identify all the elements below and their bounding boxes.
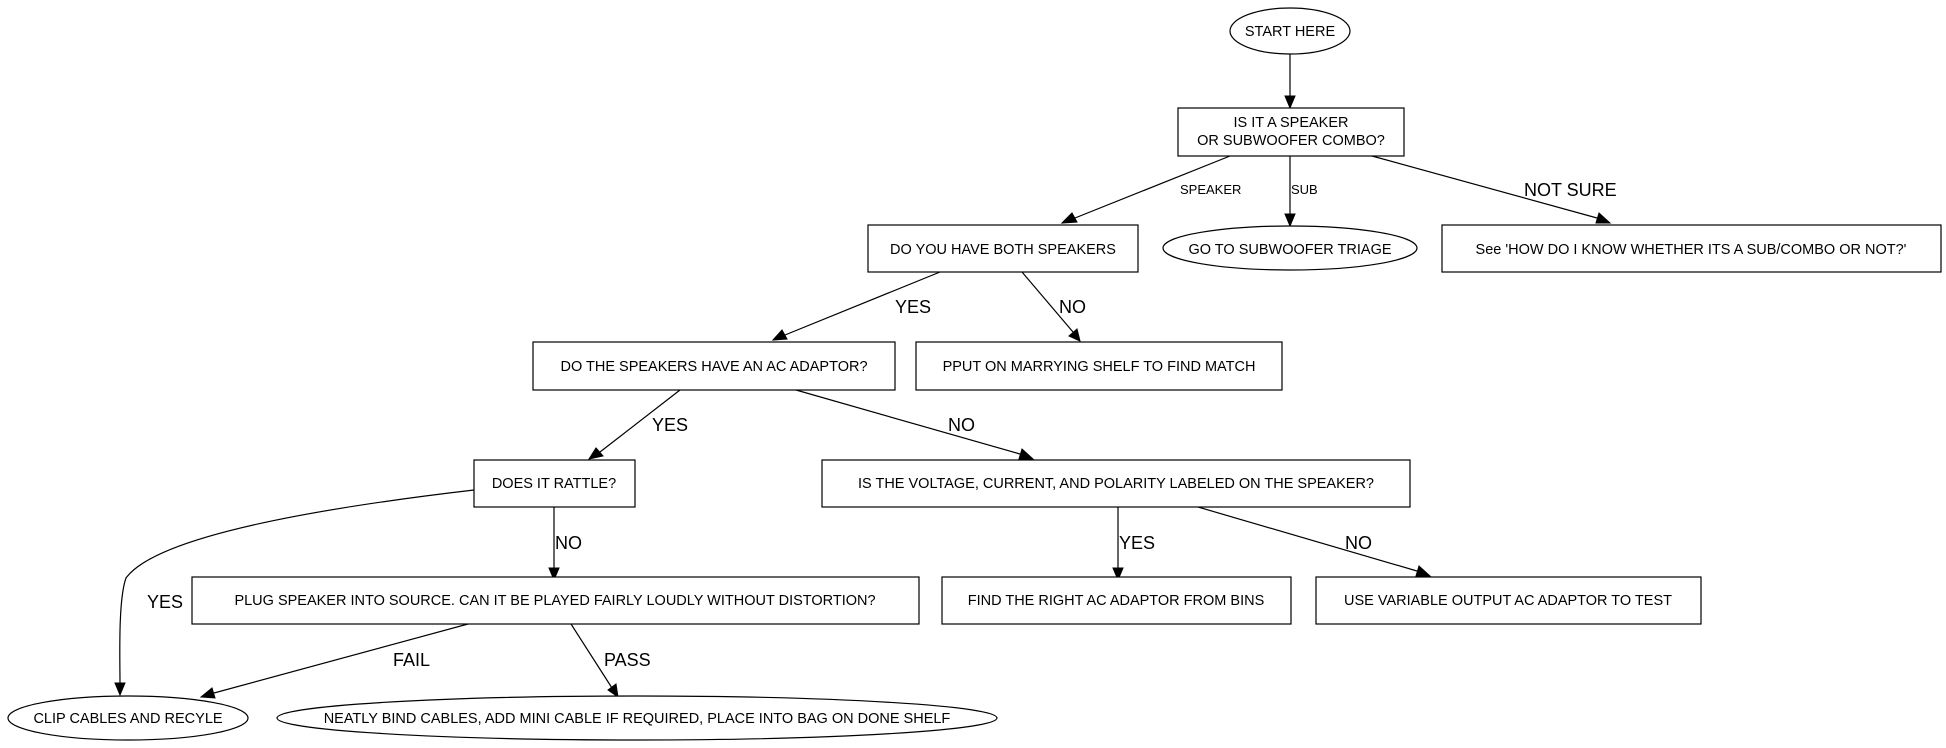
node-variable-adaptor: USE VARIABLE OUTPUT AC ADAPTOR TO TEST bbox=[1315, 576, 1702, 625]
arrow-plug-pass bbox=[607, 683, 619, 699]
arrow-rattle-yes bbox=[114, 682, 126, 697]
node-not-sure-reference: See 'HOW DO I KNOW WHETHER ITS A SUB/COM… bbox=[1441, 224, 1942, 273]
node-start-shape bbox=[1229, 7, 1351, 55]
edge-label-ac-no: NO bbox=[948, 415, 975, 435]
edge-label-plug-fail: FAIL bbox=[393, 650, 430, 670]
edge-label-plug-pass: PASS bbox=[604, 650, 651, 670]
arrow-voltage-no bbox=[1415, 565, 1432, 577]
edges bbox=[114, 54, 1612, 699]
node-speaker-or-sub-label-line1: IS IT A SPEAKER bbox=[1234, 115, 1349, 131]
node-not-sure-reference-label: See 'HOW DO I KNOW WHETHER ITS A SUB/COM… bbox=[1476, 242, 1907, 258]
arrow-plug-fail bbox=[199, 687, 216, 699]
arrow-not-sure bbox=[1595, 212, 1612, 224]
node-subwoofer-triage-shape bbox=[1162, 225, 1418, 271]
node-marrying-shelf-shape bbox=[915, 341, 1283, 391]
edge-label-voltage-yes: YES bbox=[1119, 533, 1155, 553]
node-find-adaptor: FIND THE RIGHT AC ADAPTOR FROM BINS bbox=[941, 576, 1292, 625]
node-subwoofer-triage: GO TO SUBWOOFER TRIAGE bbox=[1162, 225, 1418, 271]
node-plug-speaker-label: PLUG SPEAKER INTO SOURCE. CAN IT BE PLAY… bbox=[234, 593, 875, 609]
edge-both-no bbox=[1021, 271, 1074, 333]
node-plug-speaker-shape bbox=[191, 576, 920, 625]
edge-label-sub: SUB bbox=[1291, 182, 1318, 197]
node-ac-adaptor-label: DO THE SPEAKERS HAVE AN AC ADAPTOR? bbox=[560, 359, 867, 375]
node-variable-adaptor-shape bbox=[1315, 576, 1702, 625]
edge-label-both-no: NO bbox=[1059, 297, 1086, 317]
node-start: START HERE bbox=[1229, 7, 1351, 55]
arrow-both-yes bbox=[771, 329, 788, 341]
edge-voltage-no bbox=[1197, 506, 1418, 572]
edge-speaker bbox=[1074, 155, 1231, 219]
edge-not-sure bbox=[1371, 155, 1598, 219]
nodes: START HERE IS IT A SPEAKER OR SUBWOOFER … bbox=[7, 7, 1942, 741]
arrow-start-to-question bbox=[1284, 95, 1296, 110]
node-both-speakers: DO YOU HAVE BOTH SPEAKERS bbox=[867, 224, 1139, 273]
node-voltage-labeled-label: IS THE VOLTAGE, CURRENT, AND POLARITY LA… bbox=[858, 476, 1374, 492]
node-speaker-or-sub: IS IT A SPEAKER OR SUBWOOFER COMBO? bbox=[1177, 107, 1405, 157]
node-plug-speaker: PLUG SPEAKER INTO SOURCE. CAN IT BE PLAY… bbox=[191, 576, 920, 625]
arrow-voltage-yes bbox=[1112, 567, 1124, 582]
edge-ac-no bbox=[795, 389, 1021, 455]
arrow-rattle-no bbox=[548, 567, 560, 582]
edge-label-rattle-no: NO bbox=[555, 533, 582, 553]
node-clip-recycle: CLIP CABLES AND RECYLE bbox=[7, 695, 249, 741]
edge-label-rattle-yes: YES bbox=[147, 592, 183, 612]
node-clip-recycle-label: CLIP CABLES AND RECYLE bbox=[33, 711, 222, 727]
node-subwoofer-triage-label: GO TO SUBWOOFER TRIAGE bbox=[1188, 242, 1391, 258]
node-ac-adaptor: DO THE SPEAKERS HAVE AN AC ADAPTOR? bbox=[532, 341, 896, 391]
node-rattle-shape bbox=[473, 459, 636, 508]
node-voltage-labeled-shape bbox=[821, 459, 1411, 508]
edge-label-voltage-no: NO bbox=[1345, 533, 1372, 553]
arrow-ac-no bbox=[1018, 448, 1035, 460]
arrow-speaker bbox=[1060, 212, 1078, 224]
node-speaker-or-sub-label-line2: OR SUBWOOFER COMBO? bbox=[1197, 133, 1385, 149]
node-speaker-or-sub-shape bbox=[1177, 107, 1405, 157]
node-bind-cables-shape bbox=[276, 695, 998, 741]
node-clip-recycle-shape bbox=[7, 695, 249, 741]
node-ac-adaptor-shape bbox=[532, 341, 896, 391]
node-both-speakers-shape bbox=[867, 224, 1139, 273]
edge-label-both-yes: YES bbox=[895, 297, 931, 317]
arrow-ac-yes bbox=[587, 447, 604, 460]
edge-labels: SPEAKER SUB NOT SURE YES NO YES NO YES N… bbox=[147, 180, 1617, 670]
node-variable-adaptor-label: USE VARIABLE OUTPUT AC ADAPTOR TO TEST bbox=[1344, 593, 1672, 609]
node-bind-cables-label: NEATLY BIND CABLES, ADD MINI CABLE IF RE… bbox=[324, 711, 951, 727]
node-marrying-shelf-label: PPUT ON MARRYING SHELF TO FIND MATCH bbox=[943, 359, 1256, 375]
edge-label-speaker: SPEAKER bbox=[1180, 182, 1241, 197]
node-rattle: DOES IT RATTLE? bbox=[473, 459, 636, 508]
node-find-adaptor-label: FIND THE RIGHT AC ADAPTOR FROM BINS bbox=[968, 593, 1265, 609]
node-not-sure-reference-shape bbox=[1441, 224, 1942, 273]
edge-plug-fail bbox=[213, 623, 469, 694]
node-bind-cables: NEATLY BIND CABLES, ADD MINI CABLE IF RE… bbox=[276, 695, 998, 741]
node-voltage-labeled: IS THE VOLTAGE, CURRENT, AND POLARITY LA… bbox=[821, 459, 1411, 508]
node-start-label: START HERE bbox=[1245, 24, 1336, 40]
edge-label-ac-yes: YES bbox=[652, 415, 688, 435]
edge-ac-yes bbox=[599, 389, 681, 453]
edge-label-not-sure: NOT SURE bbox=[1524, 180, 1617, 200]
node-marrying-shelf: PPUT ON MARRYING SHELF TO FIND MATCH bbox=[915, 341, 1283, 391]
arrow-sub bbox=[1284, 213, 1296, 228]
edge-rattle-yes bbox=[119, 489, 475, 684]
edge-both-yes bbox=[784, 271, 941, 336]
edge-plug-pass bbox=[570, 623, 613, 689]
arrow-both-no bbox=[1068, 328, 1081, 342]
node-find-adaptor-shape bbox=[941, 576, 1292, 625]
node-both-speakers-label: DO YOU HAVE BOTH SPEAKERS bbox=[890, 242, 1116, 258]
node-rattle-label: DOES IT RATTLE? bbox=[492, 476, 616, 492]
